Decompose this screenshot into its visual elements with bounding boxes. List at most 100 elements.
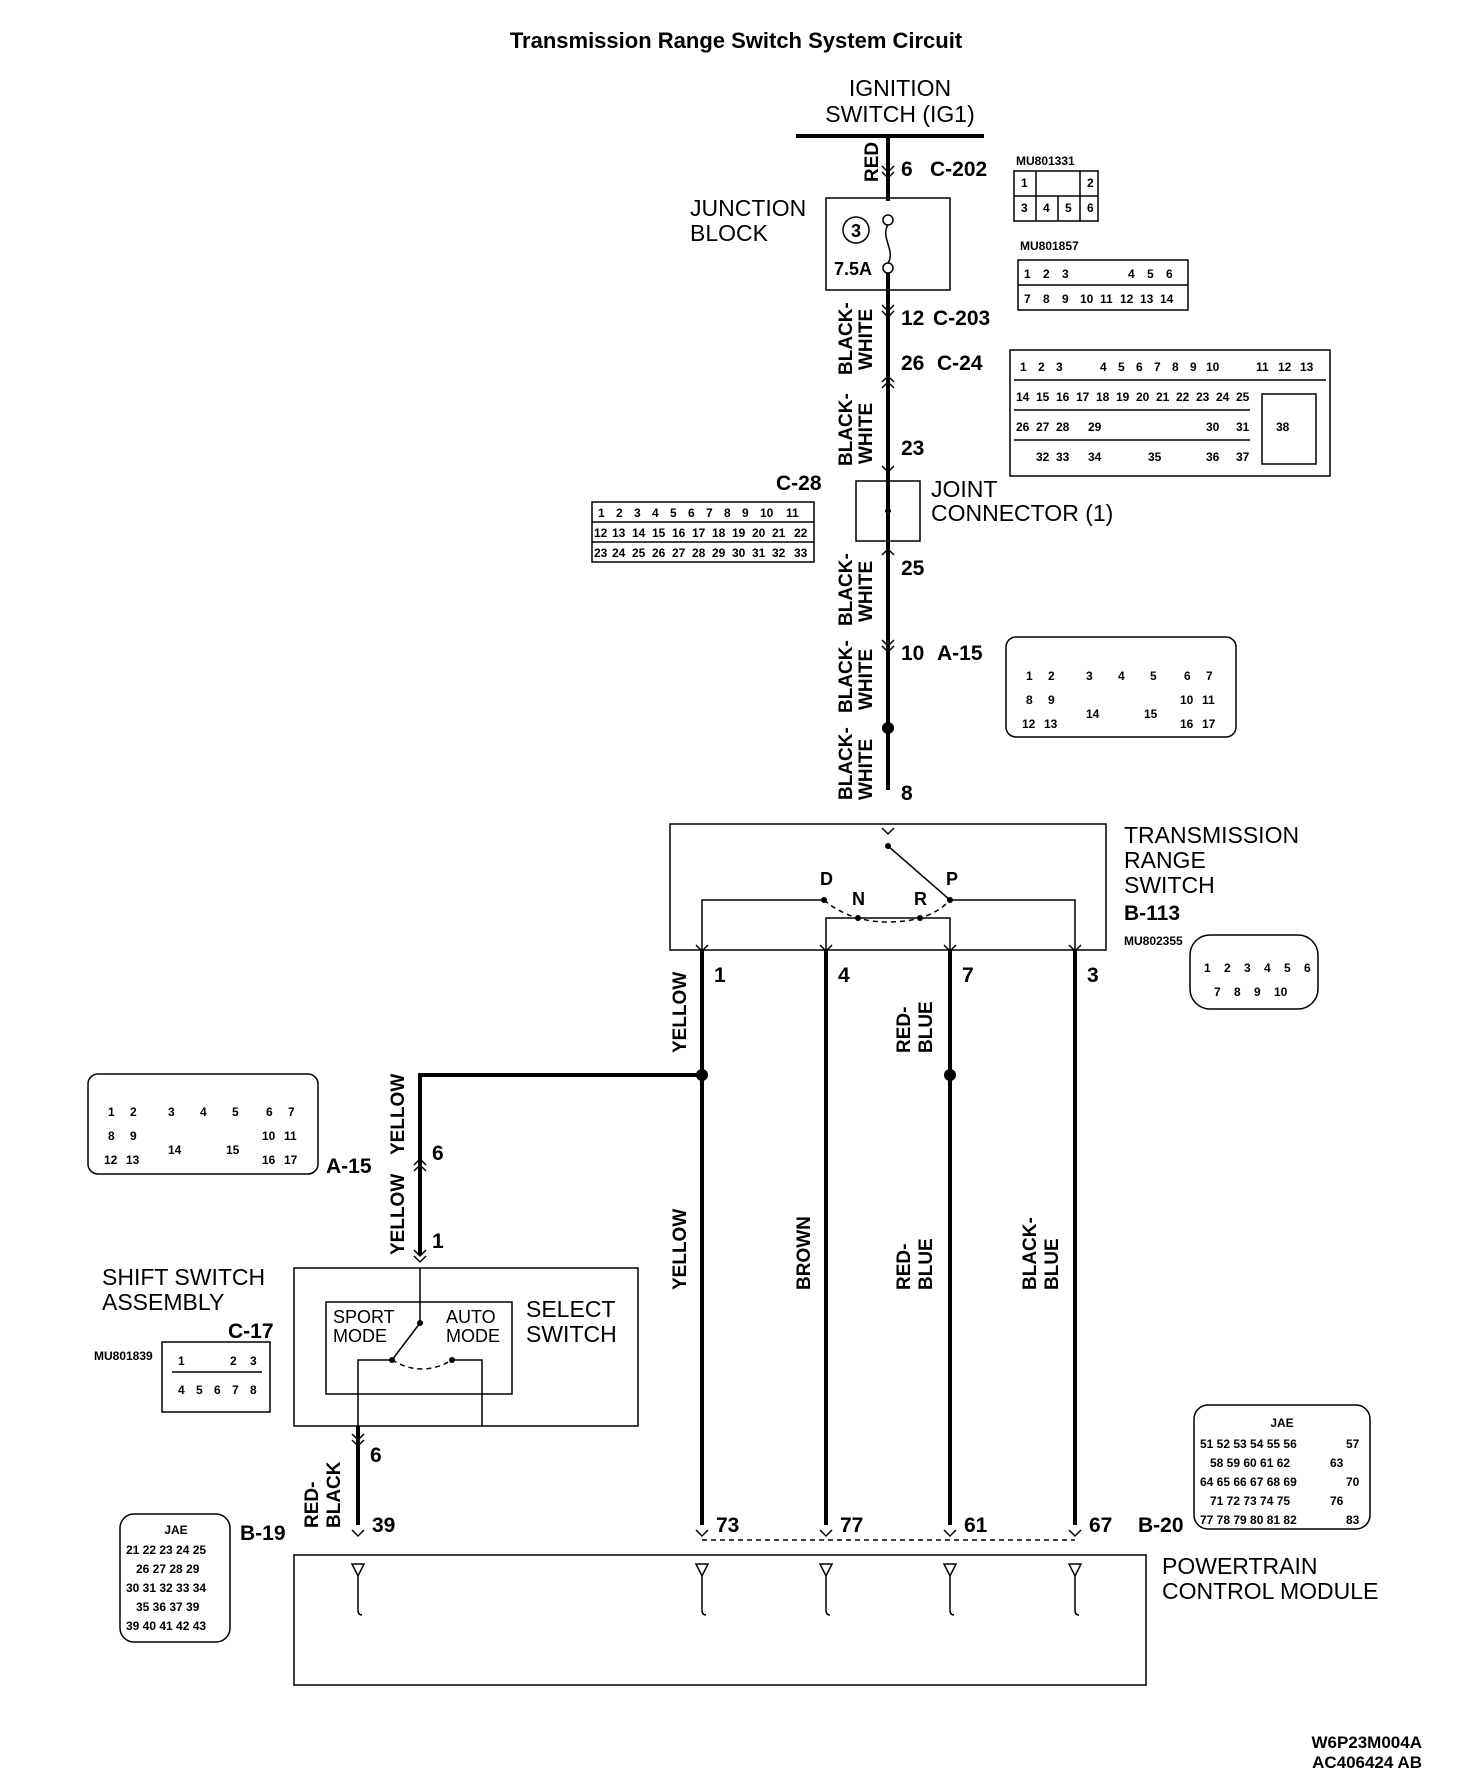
svg-text:24: 24 xyxy=(612,546,626,560)
svg-text:16: 16 xyxy=(1180,717,1194,731)
pcm-pin-39: 39 xyxy=(372,1514,395,1537)
fuse-icon xyxy=(885,224,891,264)
pcm-label-1: POWERTRAIN xyxy=(1162,1553,1317,1579)
svg-text:30: 30 xyxy=(1206,420,1220,434)
trs-pos-r: R xyxy=(914,889,927,909)
jae-label-b19: JAE xyxy=(164,1523,187,1537)
wire-label-brown: BROWN xyxy=(794,1216,815,1290)
svg-text:8: 8 xyxy=(1172,360,1179,374)
svg-text:9: 9 xyxy=(1190,360,1197,374)
svg-text:10: 10 xyxy=(1180,693,1194,707)
jae-label-b20: JAE xyxy=(1270,1416,1293,1430)
connector-mark-c17-6 xyxy=(351,1433,365,1448)
svg-text:34: 34 xyxy=(1088,450,1102,464)
connector-mark-23 xyxy=(881,465,895,474)
trs-pos-d: D xyxy=(820,869,833,889)
svg-text:76: 76 xyxy=(1330,1494,1344,1508)
wire-label-bw4a: BLACK- xyxy=(836,640,857,713)
svg-text:3: 3 xyxy=(1056,360,1063,374)
svg-text:15: 15 xyxy=(1036,390,1050,404)
svg-text:9: 9 xyxy=(742,506,749,520)
pcm-label-2: CONTROL MODULE xyxy=(1162,1578,1378,1604)
svg-text:11: 11 xyxy=(1100,292,1113,306)
svg-text:27: 27 xyxy=(672,546,686,560)
svg-text:26 27 28 29: 26 27 28 29 xyxy=(136,1562,200,1576)
fuse-terminal-top xyxy=(882,214,894,226)
select-label-2: SWITCH xyxy=(526,1321,617,1347)
svg-text:77 78 79 80 81 82: 77 78 79 80 81 82 xyxy=(1200,1513,1297,1527)
connector-mark-c202 xyxy=(881,165,895,180)
svg-text:29: 29 xyxy=(1088,420,1102,434)
svg-text:14: 14 xyxy=(1160,292,1174,306)
svg-text:28: 28 xyxy=(1056,420,1070,434)
select-arc xyxy=(391,1359,453,1370)
svg-text:8: 8 xyxy=(724,506,731,520)
trs-box xyxy=(669,823,1107,951)
auto-label-2: MODE xyxy=(446,1326,500,1346)
svg-text:1: 1 xyxy=(108,1105,115,1119)
svg-text:5: 5 xyxy=(1147,267,1154,281)
junction-label-2: BLOCK xyxy=(690,220,769,246)
wire-label-yellow1: YELLOW xyxy=(670,972,691,1053)
svg-text:32: 32 xyxy=(772,546,786,560)
ignition-label-1: IGNITION xyxy=(849,75,951,101)
svg-text:1: 1 xyxy=(1204,961,1211,975)
svg-text:1: 1 xyxy=(178,1354,185,1368)
svg-text:3: 3 xyxy=(168,1105,175,1119)
connector-mark-a15 xyxy=(881,639,895,654)
connector-mark-a15-left xyxy=(413,1157,427,1172)
svg-text:5: 5 xyxy=(1150,669,1157,683)
svg-text:32: 32 xyxy=(1036,450,1050,464)
pin-25: 25 xyxy=(901,557,925,580)
label-b19: B-19 xyxy=(240,1522,286,1545)
wire-label-rb1a: RED- xyxy=(894,1007,915,1053)
wire-label-bw1b: WHITE xyxy=(856,309,877,370)
pin-6-c202: 6 xyxy=(901,158,913,181)
pcm-pin-67: 67 xyxy=(1089,1514,1112,1537)
svg-text:7: 7 xyxy=(288,1105,295,1119)
connector-mark-c203 xyxy=(881,304,895,319)
wire-label-yellow3: YELLOW xyxy=(388,1074,409,1155)
trs-pin-4: 4 xyxy=(838,964,850,987)
svg-text:25: 25 xyxy=(1236,390,1250,404)
svg-text:21: 21 xyxy=(772,526,786,540)
select-switch-box xyxy=(325,1301,513,1395)
svg-text:7: 7 xyxy=(232,1383,239,1397)
connector-face-b19: JAE 21 22 23 24 25 26 27 28 29 30 31 32 … xyxy=(119,1513,231,1643)
svg-text:4: 4 xyxy=(1264,961,1271,975)
svg-text:38: 38 xyxy=(1276,420,1290,434)
pcm-pin-61: 61 xyxy=(964,1514,988,1537)
svg-text:5: 5 xyxy=(670,506,677,520)
svg-text:2: 2 xyxy=(230,1354,237,1368)
wire-label-bw5b: WHITE xyxy=(856,739,877,800)
svg-text:22: 22 xyxy=(1176,390,1190,404)
svg-text:20: 20 xyxy=(1136,390,1150,404)
svg-text:18: 18 xyxy=(712,526,726,540)
shift-label-2: ASSEMBLY xyxy=(102,1289,224,1315)
svg-text:35 36 37 39: 35 36 37 39 xyxy=(136,1600,200,1614)
svg-text:14: 14 xyxy=(168,1143,182,1157)
svg-text:2: 2 xyxy=(1048,669,1055,683)
c17-pin-1: 1 xyxy=(432,1230,444,1253)
wire-label-bw1a: BLACK- xyxy=(836,302,857,375)
c17-pin-6: 6 xyxy=(370,1444,382,1467)
svg-text:36: 36 xyxy=(1206,450,1220,464)
svg-text:7: 7 xyxy=(706,506,713,520)
svg-text:4: 4 xyxy=(652,506,659,520)
auto-label-1: AUTO xyxy=(446,1307,496,1327)
svg-text:19: 19 xyxy=(732,526,746,540)
pin-26-c24: 26 xyxy=(901,352,924,375)
svg-text:13: 13 xyxy=(126,1153,140,1167)
fuse-terminal-bottom xyxy=(882,262,894,274)
svg-text:22: 22 xyxy=(794,526,808,540)
svg-text:15: 15 xyxy=(226,1143,240,1157)
svg-text:8: 8 xyxy=(1043,292,1050,306)
svg-text:12: 12 xyxy=(1022,717,1036,731)
svg-text:9: 9 xyxy=(1062,292,1069,306)
trs-id: B-113 xyxy=(1124,902,1180,925)
svg-text:6: 6 xyxy=(1304,961,1311,975)
